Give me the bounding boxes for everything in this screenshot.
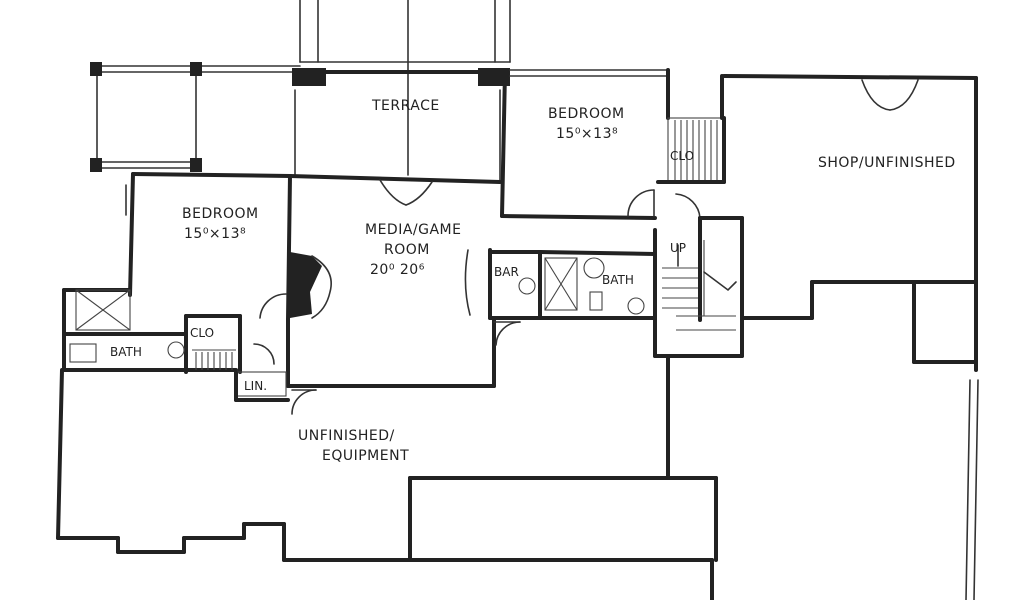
label-bedroom-left: BEDROOM [182,206,259,222]
label-clo-left: CLO [190,326,214,340]
label-bedroom-left-dims: 15⁰×13⁸ [184,226,246,242]
fireplace-terrace-right [478,68,510,86]
shop-walls [720,74,979,600]
label-media-dims: 20⁰ 20⁶ [370,262,425,278]
label-unfinished-2: EQUIPMENT [322,448,409,464]
bar-bath-stair [488,216,744,358]
left-bath-clo-lin [62,288,317,415]
media-room-walls [259,179,521,388]
label-shop: SHOP/UNFINISHED [818,155,956,171]
column-3 [90,158,102,172]
label-bar: BAR [494,265,519,279]
bedroom-right-walls [500,68,726,220]
shower-left [75,289,131,331]
fireplace-terrace-left [292,68,326,86]
shower-center [544,257,578,311]
tub-left [69,343,97,363]
toilet-center [627,297,645,315]
label-media-1: MEDIA/GAME [365,222,461,238]
terrace-structure [90,0,669,181]
label-unfinished-1: UNFINISHED/ [298,428,395,444]
column-1 [90,62,102,76]
label-up: UP [670,241,686,255]
label-bedroom-right: BEDROOM [548,106,625,122]
label-clo-right: CLO [670,149,694,163]
label-bath-center: BATH [602,273,634,287]
column-2 [190,62,202,76]
label-media-2: ROOM [384,242,430,258]
column-4 [190,158,202,172]
toilet-left [167,341,185,359]
sink-bath-center [583,257,605,279]
label-bath-left: BATH [110,345,142,359]
label-terrace: TERRACE [371,98,440,114]
label-bedroom-right-dims: 15⁰×13⁸ [556,126,618,142]
sink-bar [518,277,536,295]
bedroom-left-walls [125,172,502,322]
label-lin: LIN. [244,379,267,393]
fireplace-media [290,252,322,318]
unfinished-equipment-walls [56,356,718,600]
